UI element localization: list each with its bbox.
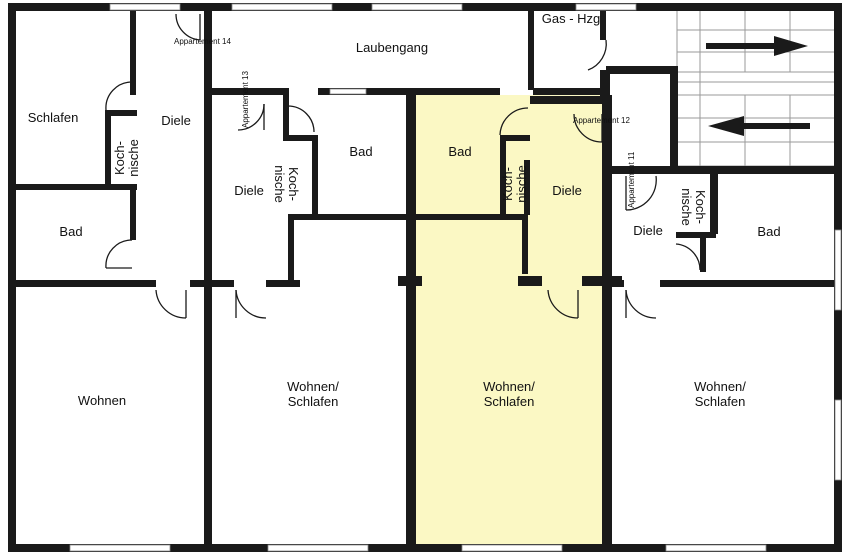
svg-text:nische: nische (514, 165, 529, 203)
room-schlafen-14: Schlafen (28, 110, 79, 125)
kitchenette-11-label: Koch- nische (679, 188, 708, 226)
svg-text:Koch-: Koch- (286, 167, 301, 201)
room-bad-14: Bad (59, 224, 82, 239)
corridor-label: Laubengang (356, 40, 428, 55)
arrow-right-icon (706, 36, 808, 56)
kitchenette-12-label: Koch- nische (500, 165, 529, 203)
room-wohnen-12-line1: Wohnen/ (483, 379, 535, 394)
room-wohnen-11-line1: Wohnen/ (694, 379, 746, 394)
room-wohnen-13-line1: Wohnen/ (287, 379, 339, 394)
kitchenette-14-label: Koch- nische (112, 139, 141, 177)
svg-text:nische: nische (272, 165, 287, 203)
svg-text:nische: nische (679, 188, 694, 226)
svg-text:Koch-: Koch- (500, 167, 515, 201)
doors (105, 13, 701, 319)
room-wohnen-13-line2: Schlafen (288, 394, 339, 409)
room-bad-12: Bad (448, 144, 471, 159)
svg-text:Koch-: Koch- (693, 190, 708, 224)
room-diele-12: Diele (552, 183, 582, 198)
windows (69, 3, 842, 552)
room-wohnen-14: Wohnen (78, 393, 126, 408)
room-bad-13: Bad (349, 144, 372, 159)
svg-text:Koch-: Koch- (112, 141, 127, 175)
apartment-13-label: Appartement 13 (241, 71, 250, 128)
apartment-12-highlight (415, 95, 605, 545)
room-bad-11: Bad (757, 224, 780, 239)
arrow-left-icon (708, 116, 810, 136)
apartment-12-label: Appartement 12 (573, 116, 630, 125)
room-diele-11: Diele (633, 223, 663, 238)
room-wohnen-11-line2: Schlafen (695, 394, 746, 409)
room-diele-13: Diele (234, 183, 264, 198)
apartment-14-label: Appartement 14 (174, 37, 231, 46)
heating-label: Gas - Hzg (542, 11, 601, 26)
room-diele-14: Diele (161, 113, 191, 128)
room-wohnen-12-line2: Schlafen (484, 394, 535, 409)
staircase (676, 9, 836, 167)
kitchenette-13-label: Koch- nische (272, 165, 301, 203)
svg-text:nische: nische (126, 139, 141, 177)
apartment-11-label: Appartement 11 (627, 151, 636, 208)
